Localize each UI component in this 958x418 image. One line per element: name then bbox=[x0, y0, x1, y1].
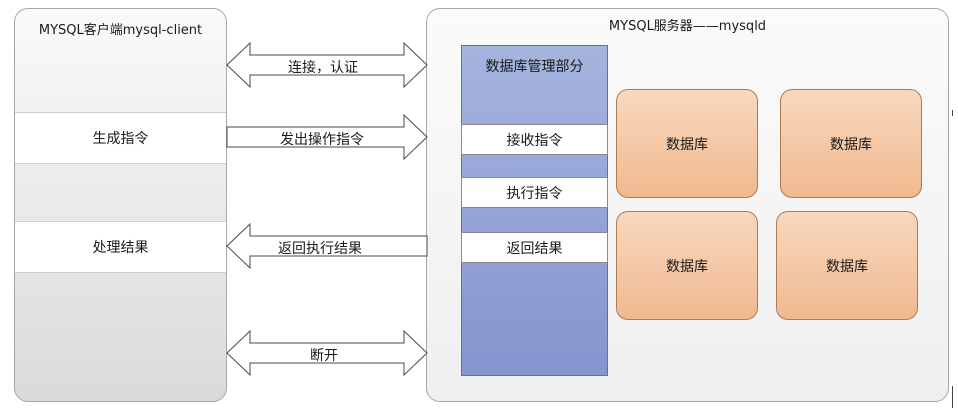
disconnect-double-arrow bbox=[226, 330, 428, 376]
return-result-label: 返回执行结果 bbox=[278, 241, 362, 257]
database-box: 数据库 bbox=[780, 89, 922, 198]
server-panel: MYSQL服务器——mysqld 数据库管理部分 接收指令 执行指令 返回结果 … bbox=[426, 8, 949, 402]
return-result-arrow bbox=[226, 223, 428, 269]
generate-command-box: 生成指令 bbox=[15, 112, 226, 164]
send-command-label: 发出操作指令 bbox=[280, 132, 364, 148]
management-title: 数据库管理部分 bbox=[485, 59, 584, 75]
database-box: 数据库 bbox=[616, 89, 758, 198]
execute-command-box: 执行指令 bbox=[461, 177, 608, 208]
connect-label: 连接，认证 bbox=[288, 60, 358, 76]
send-command-arrow bbox=[226, 114, 428, 160]
connect-double-arrow bbox=[226, 42, 428, 88]
edge-mark bbox=[952, 110, 953, 116]
database-box: 数据库 bbox=[776, 211, 918, 320]
process-result-box: 处理结果 bbox=[15, 221, 226, 273]
edge-mark bbox=[952, 386, 953, 408]
client-title: MYSQL客户端mysql-client bbox=[38, 23, 203, 38]
disconnect-label: 断开 bbox=[310, 348, 338, 364]
database-box: 数据库 bbox=[616, 211, 758, 320]
server-title: MYSQL服务器——mysqld bbox=[608, 19, 767, 34]
client-panel: MYSQL客户端mysql-client 生成指令 处理结果 bbox=[14, 8, 227, 402]
return-result-box: 返回结果 bbox=[461, 232, 608, 263]
database-management-block: 数据库管理部分 接收指令 执行指令 返回结果 bbox=[461, 45, 608, 376]
receive-command-box: 接收指令 bbox=[461, 124, 608, 155]
